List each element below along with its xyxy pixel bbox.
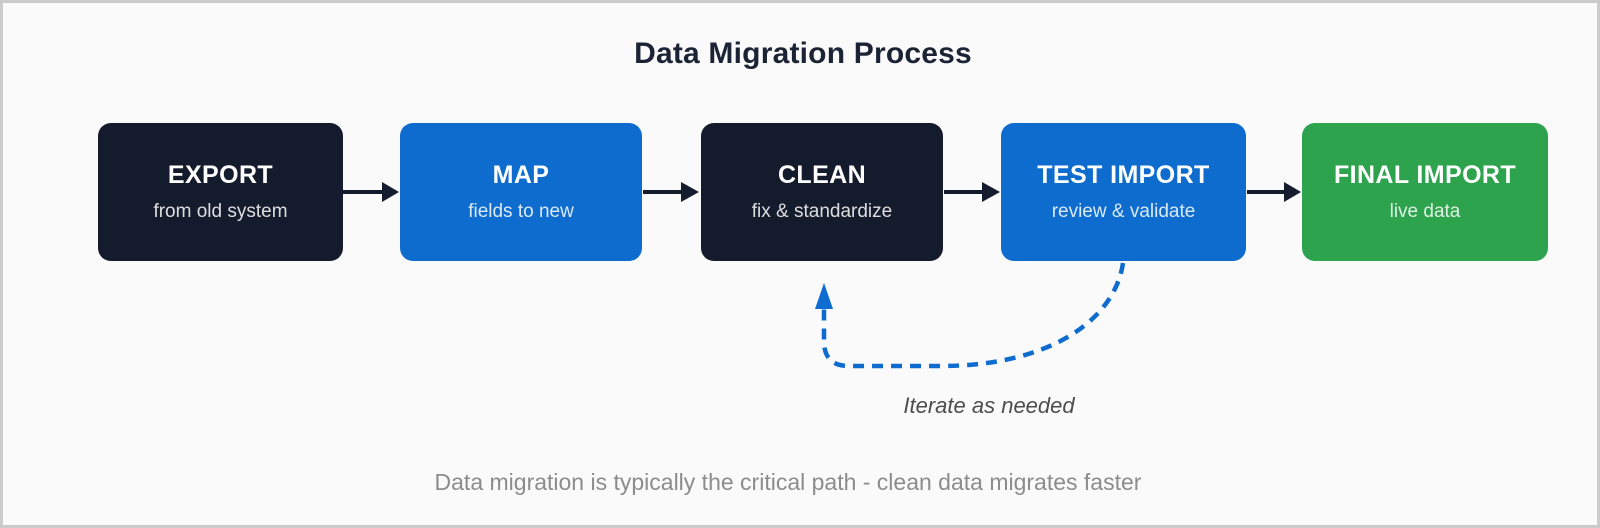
step-export: EXPORT from old system bbox=[98, 123, 343, 261]
step-label: MAP bbox=[492, 161, 550, 189]
caption: Data migration is typically the critical… bbox=[434, 469, 1142, 495]
step-sublabel: live data bbox=[1389, 201, 1461, 222]
flow-arrow-icon bbox=[1247, 182, 1301, 202]
step-final-import: FINAL IMPORT live data bbox=[1302, 123, 1548, 261]
diagram-title: Data Migration Process bbox=[634, 37, 972, 70]
connector-layer bbox=[340, 182, 1301, 369]
step-sublabel: from old system bbox=[153, 201, 288, 222]
flow-arrow-icon bbox=[944, 182, 1000, 202]
loop-label: Iterate as needed bbox=[903, 393, 1075, 418]
step-label: EXPORT bbox=[167, 161, 274, 189]
step-clean: CLEAN fix & standardize bbox=[701, 123, 943, 261]
step-label: CLEAN bbox=[777, 161, 867, 189]
flow-arrow-icon bbox=[340, 182, 399, 202]
step-sublabel: review & validate bbox=[1051, 201, 1196, 222]
step-label: TEST IMPORT bbox=[1037, 161, 1210, 189]
step-map: MAP fields to new bbox=[400, 123, 642, 261]
step-label: FINAL IMPORT bbox=[1333, 161, 1517, 189]
step-test-import: TEST IMPORT review & validate bbox=[1001, 123, 1246, 261]
step-sublabel: fix & standardize bbox=[751, 201, 893, 222]
flow-arrow-icon bbox=[643, 182, 699, 202]
step-sublabel: fields to new bbox=[468, 201, 574, 222]
loop-arrow-icon bbox=[815, 262, 1126, 369]
